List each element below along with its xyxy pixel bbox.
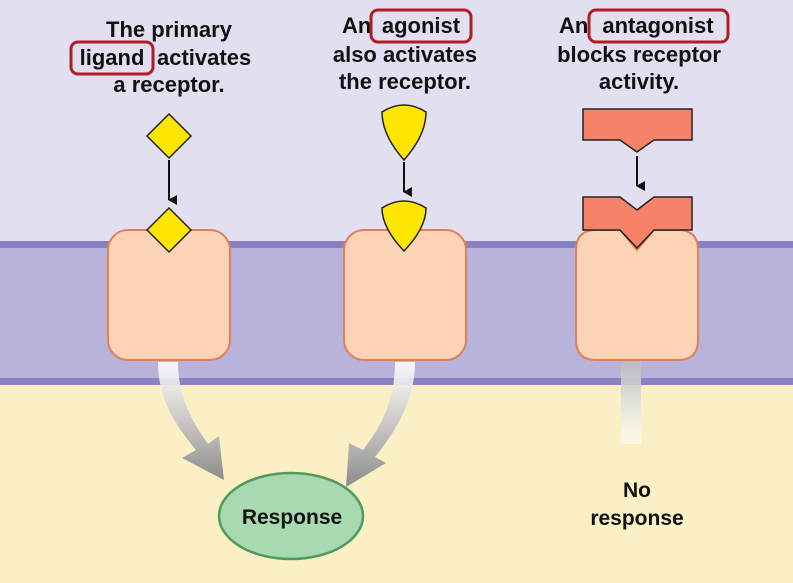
- agonist-teardrop-icon: [381, 104, 427, 162]
- bound-agonist-teardrop-icon: [381, 200, 427, 253]
- caption-ligand-line1: The primary: [106, 17, 233, 42]
- antagonist-block-icon: [582, 108, 693, 153]
- caption-antagonist-highlight: antagonist: [602, 13, 714, 38]
- ligand-diamond-icon: [145, 112, 193, 160]
- bound-antagonist-block-icon: [582, 196, 693, 250]
- receptor-antagonist: [575, 229, 699, 361]
- highlight-box-antagonist: [587, 8, 730, 44]
- caption-ligand-highlight: ligand: [80, 45, 145, 70]
- no-response-line1: No: [623, 479, 651, 502]
- response-ellipse: [217, 471, 365, 561]
- caption-ligand-line3: a receptor.: [113, 72, 224, 97]
- highlight-box-agonist: [369, 8, 473, 44]
- caption-ligand-line2-rest: activates: [157, 45, 251, 70]
- caption-agonist-line2: also activates: [333, 42, 477, 67]
- blocked-signal-stem: [621, 362, 641, 444]
- caption-agonist-prefix: An: [342, 13, 371, 38]
- caption-antagonist-line3: activity.: [599, 69, 679, 94]
- caption-antagonist-line2: blocks receptor: [557, 42, 721, 67]
- caption-agonist-line3: the receptor.: [339, 69, 471, 94]
- signal-arrow-left: [158, 362, 224, 480]
- bound-ligand-diamond-icon: [145, 206, 193, 254]
- response-label: Response: [242, 506, 342, 529]
- highlight-box-ligand: [69, 40, 155, 76]
- caption-agonist-highlight: agonist: [382, 13, 461, 38]
- signal-arrow-right: [346, 362, 415, 487]
- no-response-line2: response: [590, 507, 683, 530]
- caption-antagonist-prefix: An: [559, 13, 588, 38]
